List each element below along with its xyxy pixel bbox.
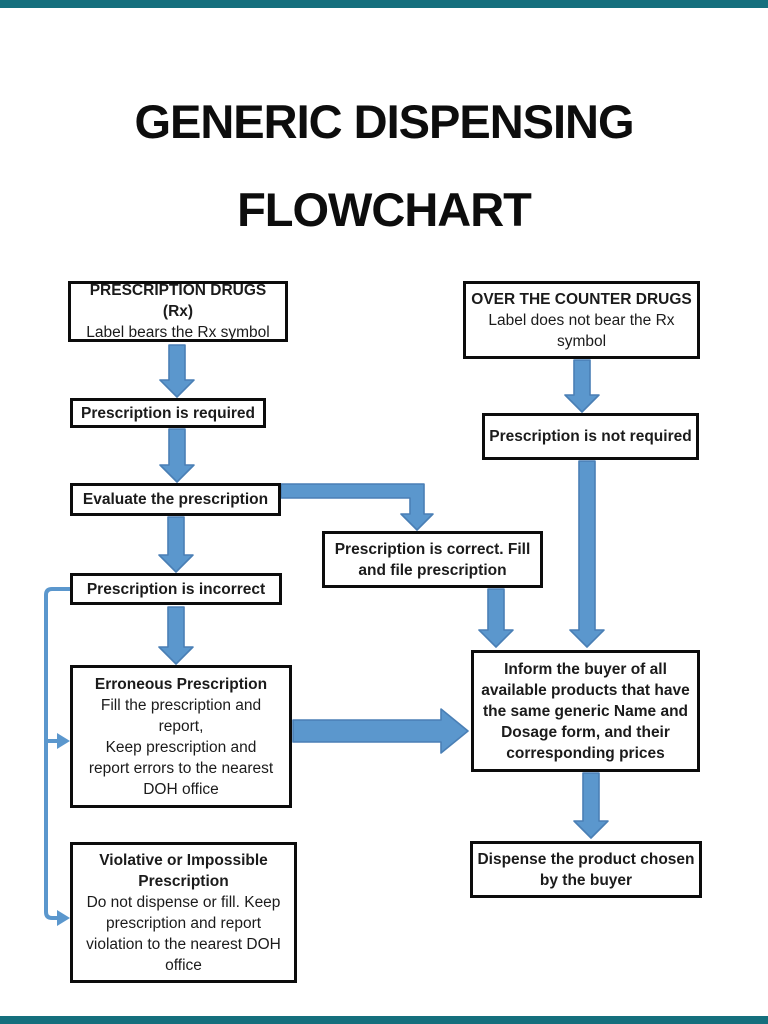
node-violative-text-line3: violation to the nearest DOH — [86, 935, 281, 953]
page-title: GENERIC DISPENSING FLOWCHART — [0, 78, 768, 254]
node-prescription-drugs: PRESCRIPTION DRUGS (Rx) Label bears the … — [68, 281, 288, 342]
node-prescription-incorrect: Prescription is incorrect — [70, 573, 282, 605]
bottom-edge-bar — [0, 1016, 768, 1024]
arrow-rx-to-required — [159, 344, 195, 398]
node-violative-text-line2: prescription and report — [105, 914, 262, 932]
node-prescription-drugs-text: Label bears the Rx symbol — [86, 324, 270, 341]
node-correct-text-line1: Prescription is correct. Fill — [334, 540, 531, 558]
node-erroneous-text-line1: Fill the prescription and — [100, 696, 262, 714]
node-prescription-correct: Prescription is correct. Fill and file p… — [322, 531, 543, 588]
node-inform-text-line1: Inform the buyer of all — [504, 660, 667, 678]
arrow-incorrect-to-erroneous — [158, 606, 194, 665]
page-title-line2: FLOWCHART — [237, 183, 532, 236]
node-erroneous-text-line5: DOH office — [143, 780, 219, 798]
node-prescription-required-text: Prescription is required — [81, 404, 255, 422]
top-edge-bar — [0, 0, 768, 8]
arrow-not-required-to-inform — [569, 460, 605, 648]
arrow-inform-to-dispense — [573, 772, 609, 839]
node-otc-title: OVER THE COUNTER DRUGS — [471, 290, 692, 308]
node-inform-text-line3: the same generic Name and — [482, 702, 689, 720]
node-incorrect-text: Prescription is incorrect — [86, 580, 266, 598]
arrow-required-to-evaluate — [159, 428, 195, 483]
node-otc-text-line2: symbol — [556, 332, 607, 350]
node-over-the-counter-drugs: OVER THE COUNTER DRUGS Label does not be… — [463, 281, 700, 359]
arrow-otc-to-not-required — [564, 359, 600, 413]
arrow-evaluate-to-incorrect — [158, 516, 194, 573]
node-not-required-text: Prescription is not required — [489, 428, 692, 445]
node-erroneous-text-line4: report errors to the nearest — [88, 759, 274, 777]
arrow-erroneous-to-inform — [292, 708, 469, 754]
arrow-evaluate-to-correct — [280, 483, 434, 531]
node-dispense-text-line1: Dispense the product chosen — [477, 850, 695, 868]
node-erroneous-text-line3: Keep prescription and — [105, 738, 257, 756]
arrow-correct-to-inform — [478, 588, 514, 648]
node-violative-text-line4: office — [165, 956, 202, 974]
bracket-arrowhead-erroneous — [57, 733, 70, 749]
node-erroneous-prescription: Erroneous Prescription Fill the prescrip… — [70, 665, 292, 808]
node-erroneous-text-line2: report, — [158, 717, 204, 735]
node-dispense-product: Dispense the product chosen by the buyer — [470, 841, 702, 898]
node-evaluate-prescription: Evaluate the prescription — [70, 483, 281, 516]
bracket-incorrect-to-lower-boxes — [44, 587, 70, 920]
node-correct-text-line2: and file prescription — [358, 561, 507, 579]
node-inform-buyer: Inform the buyer of all available produc… — [471, 650, 700, 772]
node-erroneous-title: Erroneous Prescription — [94, 675, 268, 693]
node-violative-title-line2: Prescription — [138, 872, 229, 890]
node-prescription-required: Prescription is required — [70, 398, 266, 428]
node-otc-text-line1: Label does not bear the Rx — [488, 311, 675, 329]
node-inform-text-line4: Dosage form, and their — [501, 723, 670, 741]
node-evaluate-text: Evaluate the prescription — [82, 491, 269, 508]
node-prescription-not-required: Prescription is not required — [482, 413, 699, 460]
node-violative-text-line1: Do not dispense or fill. Keep — [86, 893, 281, 911]
bracket-arrowhead-violative — [57, 910, 70, 926]
page-title-line1: GENERIC DISPENSING — [134, 95, 634, 148]
node-violative-title-line1: Violative or Impossible — [99, 851, 268, 869]
node-inform-text-line2: available products that have — [481, 681, 690, 699]
node-inform-text-line5: corresponding prices — [506, 744, 665, 762]
node-prescription-drugs-title: PRESCRIPTION DRUGS (Rx) — [89, 282, 267, 320]
node-violative-prescription: Violative or Impossible Prescription Do … — [70, 842, 297, 983]
node-dispense-text-line2: by the buyer — [539, 871, 633, 889]
